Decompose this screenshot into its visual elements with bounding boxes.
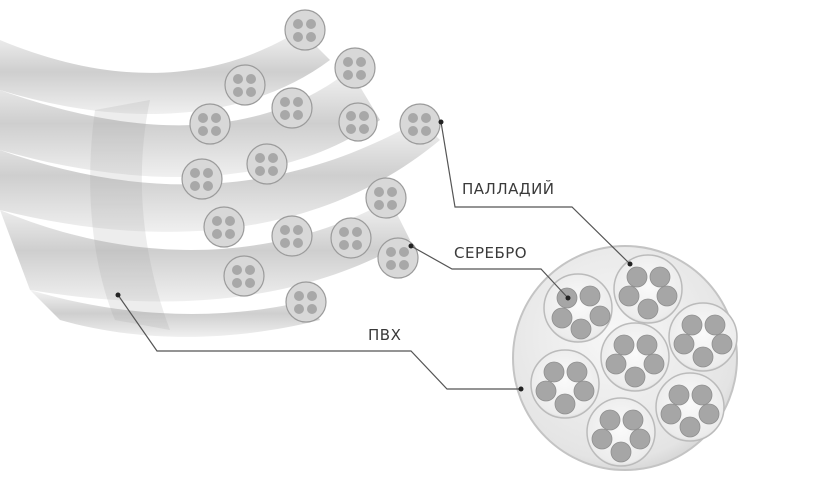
label-silver: СЕРЕБРО xyxy=(454,244,528,262)
palladium-strands xyxy=(535,266,733,463)
label-palladium: ПАЛЛАДИЙ xyxy=(462,180,555,198)
cable-cross-section xyxy=(512,245,738,471)
fiber-bundle-illustration xyxy=(0,9,441,337)
label-pvc: ПВХ xyxy=(368,326,402,344)
leader-lines xyxy=(117,121,631,390)
